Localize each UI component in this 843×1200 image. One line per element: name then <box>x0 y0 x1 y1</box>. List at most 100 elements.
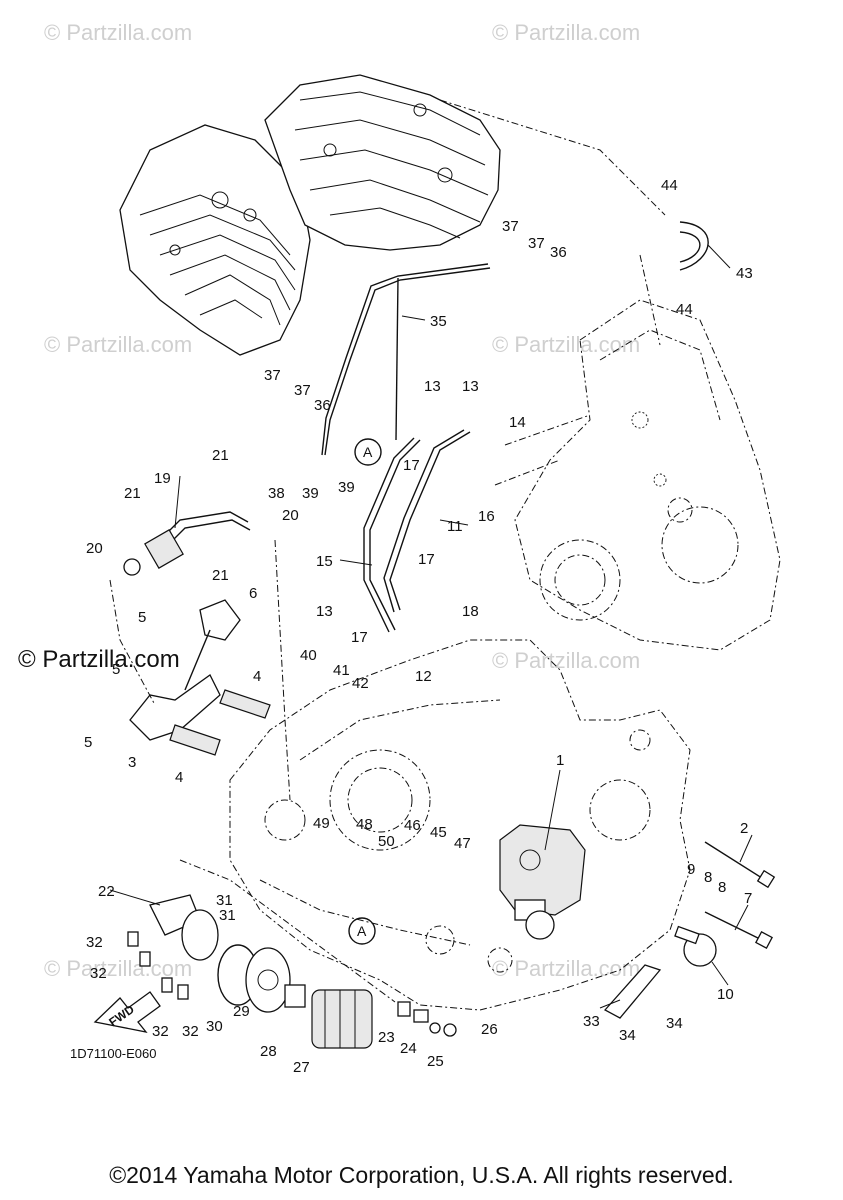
reference-marker-a-top: A <box>354 438 382 466</box>
reference-marker-a-bottom: A <box>348 917 376 945</box>
sensor-10 <box>674 925 717 967</box>
callout: 32 <box>182 1023 199 1040</box>
callout: 34 <box>666 1015 683 1032</box>
callout: 5 <box>138 609 146 626</box>
forward-direction-arrow: FWD <box>93 991 161 1033</box>
callout: 20 <box>86 540 103 557</box>
hose-43 <box>679 221 709 271</box>
copyright-notice: ©2014 Yamaha Motor Corporation, U.S.A. A… <box>109 1162 734 1188</box>
small-parts-23-26 <box>397 1001 457 1037</box>
callout: 37 <box>528 235 545 252</box>
callout: 11 <box>447 518 463 535</box>
callout: 25 <box>427 1053 444 1070</box>
callout: 5 <box>84 734 92 751</box>
callout: 13 <box>316 603 333 620</box>
callout: 23 <box>378 1029 395 1046</box>
svg-text:A: A <box>357 923 367 939</box>
bolt-2 <box>704 841 776 889</box>
callout: 33 <box>583 1013 600 1030</box>
callout: 27 <box>293 1059 310 1076</box>
callout: 26 <box>481 1021 498 1038</box>
callout: 21 <box>212 447 229 464</box>
callout: 17 <box>403 457 420 474</box>
callout: 32 <box>152 1023 169 1040</box>
bolts-32 <box>127 931 189 1000</box>
callout: 46 <box>404 817 421 834</box>
oil-filter-27 <box>311 989 373 1049</box>
callout: 40 <box>300 647 317 664</box>
callout: 3 <box>128 754 136 771</box>
oil-delivery-pipe-35 <box>321 263 491 456</box>
callout: 31 <box>216 892 233 909</box>
watermark: © Partzilla.com <box>492 956 640 981</box>
svg-text:A: A <box>363 444 373 460</box>
callout: 44 <box>676 301 693 318</box>
partzilla-logo-watermark: © Partzilla.com <box>18 646 180 673</box>
callout: 45 <box>430 824 447 841</box>
callout: 4 <box>253 668 261 685</box>
callout: 5 <box>112 661 120 678</box>
oil-filter-cover-22 <box>149 894 219 961</box>
watermark: © Partzilla.com <box>44 956 192 981</box>
callout: 17 <box>418 551 435 568</box>
callout: 10 <box>717 986 734 1003</box>
callout: 43 <box>736 265 753 282</box>
main-crankcase <box>229 639 691 1011</box>
callout: 18 <box>462 603 479 620</box>
callout: 39 <box>338 479 355 496</box>
callout: 37 <box>264 367 281 384</box>
watermark: © Partzilla.com <box>492 332 640 357</box>
watermark: © Partzilla.com <box>44 20 192 45</box>
callout: 34 <box>619 1027 636 1044</box>
callout-numbers: 1 2 3 4 4 5 5 5 6 7 8 8 9 10 11 12 13 13… <box>84 177 753 1076</box>
oil-pipe-15 <box>363 437 421 633</box>
callout: 36 <box>550 244 567 261</box>
callout: 36 <box>314 397 331 414</box>
callout: 50 <box>378 833 395 850</box>
bracket-33 <box>603 964 662 1019</box>
callout: 29 <box>233 1003 250 1020</box>
callout: 12 <box>415 668 432 685</box>
callout: 49 <box>313 815 330 832</box>
oil-strainer-19 <box>123 511 251 576</box>
oil-pump <box>499 824 586 940</box>
watermark: © Partzilla.com <box>44 332 192 357</box>
callout: 28 <box>260 1043 277 1060</box>
diagram-code: 1D71100-E060 <box>70 1046 157 1061</box>
callout: 35 <box>430 313 447 330</box>
cylinder-head-assembly <box>119 74 501 356</box>
callout: 17 <box>351 629 368 646</box>
callout: 32 <box>90 965 107 982</box>
callout: 7 <box>744 890 752 907</box>
callout: 4 <box>175 769 183 786</box>
callout: 6 <box>249 585 257 602</box>
callout: 21 <box>212 567 229 584</box>
callout: 8 <box>704 869 712 886</box>
bolt-7 <box>704 911 773 949</box>
oil-pipe-11 <box>383 429 471 613</box>
strainer-mesh-4 <box>169 689 271 756</box>
callout: 8 <box>718 879 726 896</box>
strainer-3 <box>129 599 241 741</box>
callout: 14 <box>509 414 526 431</box>
callout: 24 <box>400 1040 417 1057</box>
callout: 44 <box>661 177 678 194</box>
callout: 13 <box>424 378 441 395</box>
callout: 21 <box>124 485 141 502</box>
union-bolt-28 <box>284 984 306 1008</box>
callout: 15 <box>316 553 333 570</box>
watermark: © Partzilla.com <box>492 648 640 673</box>
callout: 32 <box>86 934 103 951</box>
callout: 2 <box>740 820 748 837</box>
callout: 9 <box>687 861 695 878</box>
callout: 39 <box>302 485 319 502</box>
callout: 48 <box>356 816 373 833</box>
watermark: © Partzilla.com <box>492 20 640 45</box>
callout: 19 <box>154 470 171 487</box>
callout: 37 <box>502 218 519 235</box>
callout: 22 <box>98 883 115 900</box>
callout: 41 <box>333 662 350 679</box>
callout: 38 <box>268 485 285 502</box>
callout: 30 <box>206 1018 223 1035</box>
